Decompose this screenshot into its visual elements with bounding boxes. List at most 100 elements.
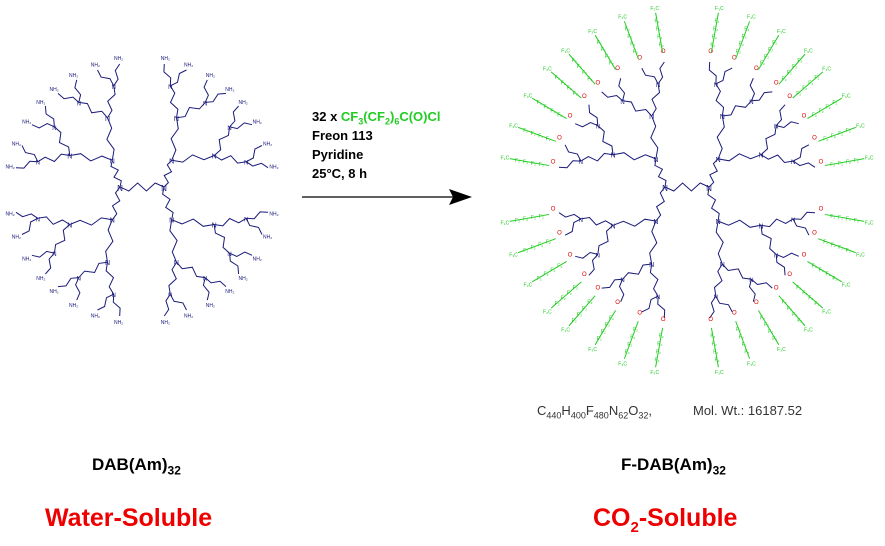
carbonyl-oxygen-label: O (557, 136, 562, 142)
terminal-chain (21, 145, 39, 162)
terminal-amine-label: NH₂ (36, 276, 45, 282)
terminal-chain (97, 69, 115, 87)
cf2-label: F₂ (797, 318, 802, 324)
carbonyl-oxygen-label: O (787, 94, 792, 100)
cf2-label: F₂ (539, 162, 544, 168)
terminal-chain (205, 92, 227, 103)
cf2-label: F₂ (523, 128, 528, 134)
cf2-label: F₂ (832, 276, 837, 282)
branch-chain (111, 186, 121, 221)
terminal-amine-label: NH₂ (263, 235, 272, 241)
cf2-label: F₂ (831, 134, 836, 140)
terminal-amine-label: NH₂ (253, 256, 262, 262)
terminal-chain (588, 104, 599, 126)
perfluoro-chain (792, 281, 824, 309)
terminal-chain (15, 211, 39, 219)
terminal-chain (751, 91, 773, 102)
perfluoro-chain (655, 327, 664, 368)
terminal-chain (15, 160, 38, 169)
cf2-label: F₂ (515, 158, 520, 164)
cf2-label: F₂ (826, 272, 831, 278)
branch-nitrogen-label: N (77, 101, 81, 107)
cf2-label: F₂ (782, 300, 787, 306)
temperature-time-line: 25°C, 8 h (312, 166, 368, 181)
cf2-label: F₂ (764, 322, 769, 328)
perfluoro-chain (655, 12, 664, 53)
cf2-label: F₂ (832, 100, 837, 106)
cf2-label: F₂ (573, 91, 578, 97)
perfluoro-chain (818, 238, 856, 254)
cf3-label: F₃C (822, 67, 831, 73)
cf2-label: F₂ (715, 357, 720, 363)
cf2-label: F₂ (656, 349, 661, 355)
terminal-chain (31, 250, 55, 258)
cf2-label: F₂ (715, 19, 720, 25)
terminal-chain (21, 217, 39, 235)
terminal-chain (564, 218, 582, 236)
cf2-label: F₂ (712, 34, 717, 40)
branch-nitrogen-label: N (620, 278, 624, 284)
terminal-chain (97, 293, 114, 311)
branch-chain (37, 216, 71, 225)
cf2-label: F₂ (710, 334, 715, 340)
cf2-label: F₂ (625, 27, 630, 33)
branch-chain (722, 100, 752, 117)
branch-chain (654, 158, 667, 188)
branch-nitrogen-label: N (112, 85, 116, 91)
cf2-label: F₂ (597, 336, 602, 342)
branch-chain (162, 186, 174, 220)
cf2-label: F₂ (782, 76, 787, 82)
branch-nitrogen-label: N (52, 126, 56, 132)
cf2-label: F₂ (823, 137, 828, 143)
branch-chain (716, 115, 725, 160)
terminal-chain (45, 252, 55, 275)
branch-chain (169, 85, 179, 118)
terminal-chain (588, 254, 599, 276)
cf2-label: F₂ (744, 349, 749, 355)
cf2-label: F₂ (633, 49, 638, 55)
terminal-amine-label: NH₂ (161, 320, 170, 326)
cf2-label: F₂ (633, 327, 638, 333)
perfluoro-chain (531, 260, 567, 283)
perfluoro-chain (824, 213, 865, 222)
cf3-label: F₃C (865, 156, 874, 162)
carbonyl-oxygen-label: O (787, 272, 792, 278)
cf2-label: F₂ (523, 248, 528, 254)
branch-chain (69, 153, 113, 162)
branch-nitrogen-label: N (168, 293, 172, 299)
branch-nitrogen-label: N (203, 101, 207, 107)
carbonyl-oxygen-label: O (802, 252, 807, 258)
carbonyl-oxygen-label: O (551, 207, 556, 213)
terminal-amine-label: NH₂ (114, 320, 123, 326)
terminal-amine-label: NH₂ (161, 56, 170, 62)
branch-chain (760, 125, 777, 156)
terminal-chain (751, 278, 773, 289)
cf2-label: F₂ (808, 80, 813, 86)
cf2-label: F₂ (742, 34, 747, 40)
carbonyl-oxygen-label: O (595, 80, 600, 86)
branch-chain (176, 102, 206, 119)
perfluoro-chain (778, 295, 806, 327)
branch-nitrogen-label: N (36, 217, 40, 223)
cf2-label: F₂ (567, 86, 572, 92)
cf3-label: F₃C (509, 124, 518, 130)
branch-chain (580, 216, 614, 226)
cf2-label: F₂ (523, 159, 528, 165)
cf2-label: F₂ (657, 342, 662, 348)
terminal-chain (641, 67, 659, 85)
branch-nitrogen-label: N (610, 153, 615, 160)
cf2-label: F₂ (543, 272, 548, 278)
core-butyl-chain (664, 182, 710, 192)
carbonyl-oxygen-label: O (732, 55, 737, 61)
cf3-label: F₃C (747, 361, 756, 367)
branch-chain (78, 101, 108, 119)
cf2-label: F₂ (760, 315, 765, 321)
terminal-chain (75, 277, 81, 301)
branch-nitrogen-label: N (653, 157, 658, 164)
branch-nitrogen-label: N (610, 223, 615, 230)
branch-nitrogen-label: N (758, 153, 763, 160)
cf2-label: F₂ (823, 239, 828, 245)
carbonyl-oxygen-label: O (637, 55, 642, 61)
carbonyl-oxygen-label: O (708, 49, 713, 55)
cf3-label: F₃C (715, 370, 724, 376)
